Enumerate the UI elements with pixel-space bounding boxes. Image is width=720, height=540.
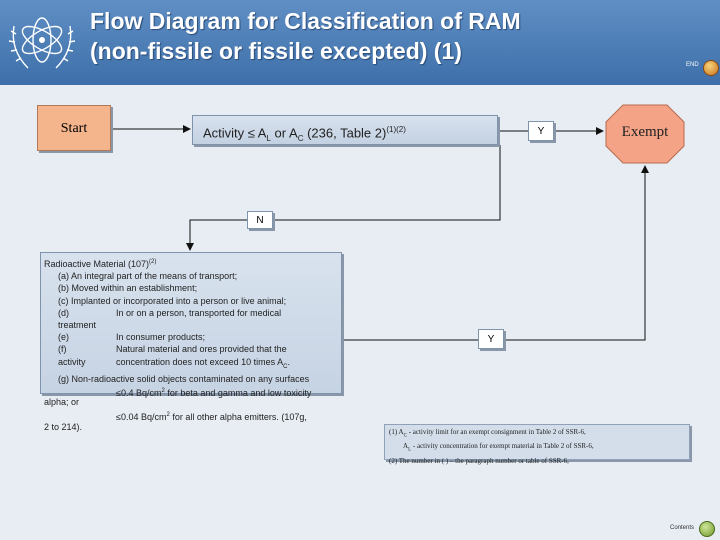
activity-sub-c: C <box>297 133 304 143</box>
rm-item-f-cont-label: activity <box>58 356 86 367</box>
activity-sub-l: L <box>266 133 271 143</box>
contents-button-icon[interactable] <box>699 521 715 537</box>
rm-heading: Radioactive Material (107) <box>44 259 150 269</box>
activity-prefix: Activity ≤ A <box>203 125 267 141</box>
title-line-1: Flow Diagram for Classification of RAM <box>90 8 521 34</box>
rm-item-g-limit1-end: for beta and gamma and low toxicity <box>164 387 312 398</box>
rm-item-d-cont: treatment <box>58 320 97 331</box>
rm-item-f-text: Natural material and ores provided that … <box>116 344 287 355</box>
contents-label: Contents <box>670 525 695 531</box>
rm-item-g-limit2-sup: 2 <box>166 412 170 418</box>
rm-item-f-cont-text: concentration does not exceed 10 times A <box>116 356 284 367</box>
rm-item-f-label: (f) <box>58 344 67 355</box>
footnote-1b-prefix: A <box>403 442 409 451</box>
title-line-2: (non-fissile or fissile excepted) (1) <box>90 38 462 64</box>
radioactive-material-text: Radioactive Material (107)(2) (a) An int… <box>44 256 344 432</box>
rm-item-g-limit1: ≤0.4 Bq/cm <box>116 387 162 398</box>
rm-item-f-cont-end: . <box>287 356 290 367</box>
footnote-1b-sub: L <box>408 447 412 453</box>
yes-label-1: Y <box>528 121 554 141</box>
footnote-1b-text: - activity concentration for exempt mate… <box>411 442 594 451</box>
footnote-1b: AL - activity concentration for exempt m… <box>389 441 685 455</box>
rm-heading-sup: (2) <box>149 259 157 265</box>
rm-item-g-ref: 214). <box>61 422 83 432</box>
exempt-label: Exempt <box>621 124 669 140</box>
radioactive-material-node <box>40 252 342 394</box>
end-label: END <box>686 62 699 68</box>
no-label: N <box>247 211 273 229</box>
rm-item-c: (c) Implanted or incorporated into a per… <box>58 295 287 306</box>
rm-item-g-limit1-sup: 2 <box>161 387 165 394</box>
rm-item-f-cont-sub: C <box>283 363 288 370</box>
rm-item-d-label: (d) <box>58 307 69 318</box>
rm-item-b: (b) Moved within an establishment; <box>58 283 198 294</box>
rm-item-g-limit2: ≤0.04 Bq/cm <box>116 412 167 422</box>
footnote-1: (1) AC - activity limit for an exempt co… <box>389 427 685 441</box>
footnote-1-text: - activity limit for an exempt consignme… <box>406 428 586 436</box>
activity-or: or A <box>270 125 298 141</box>
activity-ref: (236, Table 2) <box>303 125 387 141</box>
end-button-icon[interactable] <box>703 60 719 76</box>
rm-box-end-ref: 2 to <box>44 422 60 432</box>
start-node: Start <box>37 105 111 151</box>
rm-item-e-text: In consumer products; <box>116 332 206 343</box>
rm-item-e-label: (e) <box>58 332 69 343</box>
rm-item-g: (g) Non-radioactive solid objects contam… <box>58 373 310 384</box>
footnotes-box: (1) AC - activity limit for an exempt co… <box>384 424 690 465</box>
yes-label-2: Y <box>478 329 504 349</box>
rm-item-d-text: In or on a person, transported for medic… <box>116 307 282 318</box>
rm-item-g-alpha: alpha; or <box>44 397 80 407</box>
page-title: Flow Diagram for Classification of RAM (… <box>90 6 650 66</box>
exempt-octagon <box>605 104 685 164</box>
rm-item-g-limit2-end: for all other alpha emitters. (107g, <box>169 412 307 422</box>
activity-sup: (1)(2) <box>386 125 406 134</box>
footnote-1-prefix: (1) A <box>389 428 404 436</box>
header-bar: Flow Diagram for Classification of RAM (… <box>0 0 720 85</box>
footnote-2: (2) The number in ( ) – the paragraph nu… <box>389 456 569 465</box>
footnote-1-sub: C <box>403 433 407 439</box>
iaea-logo-icon <box>8 17 76 69</box>
connector-activity-n <box>273 145 501 221</box>
activity-decision-node: Activity ≤ AL or AC (236, Table 2)(1)(2) <box>192 115 498 145</box>
connector-n-material <box>186 219 247 251</box>
connector-y2-exempt <box>504 165 649 341</box>
rm-item-a: (a) An integral part of the means of tra… <box>58 271 238 282</box>
